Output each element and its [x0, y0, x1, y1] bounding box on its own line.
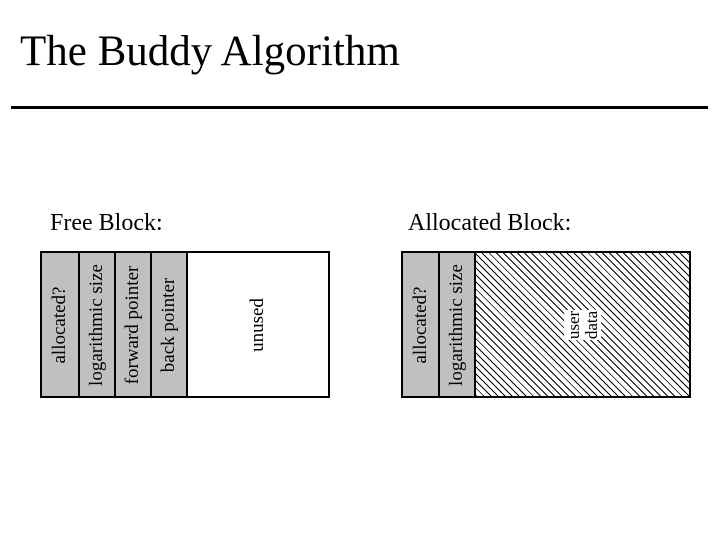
free-block-diagram: allocated? logarithmic size forward poin…	[40, 251, 330, 398]
alloc-user-data-text: user data	[563, 285, 601, 365]
user-data-line-2: data	[581, 309, 601, 340]
title-divider	[11, 106, 708, 109]
free-forward-pointer-field: forward pointer	[116, 253, 152, 396]
free-back-pointer-text: back pointer	[158, 277, 180, 372]
alloc-allocated-field: allocated?	[403, 253, 440, 396]
allocated-block-diagram: allocated? logarithmic size user data	[401, 251, 691, 398]
user-data-line-1: user	[563, 309, 583, 340]
free-unused-text: unused	[247, 297, 269, 352]
free-forward-pointer-text: forward pointer	[122, 265, 144, 384]
free-back-pointer-field: back pointer	[152, 253, 188, 396]
alloc-logsize-text: logarithmic size	[446, 263, 468, 386]
free-block-label: Free Block:	[50, 210, 163, 236]
free-allocated-field: allocated?	[42, 253, 80, 396]
free-allocated-text: allocated?	[49, 285, 71, 364]
alloc-logsize-field: logarithmic size	[440, 253, 476, 396]
free-unused-field: unused	[188, 253, 328, 396]
page-title: The Buddy Algorithm	[20, 28, 400, 75]
alloc-user-data-field: user data	[476, 253, 689, 396]
allocated-block-label: Allocated Block:	[408, 210, 572, 236]
free-logsize-text: logarithmic size	[86, 263, 108, 386]
free-logsize-field: logarithmic size	[80, 253, 116, 396]
alloc-allocated-text: allocated?	[409, 285, 431, 364]
